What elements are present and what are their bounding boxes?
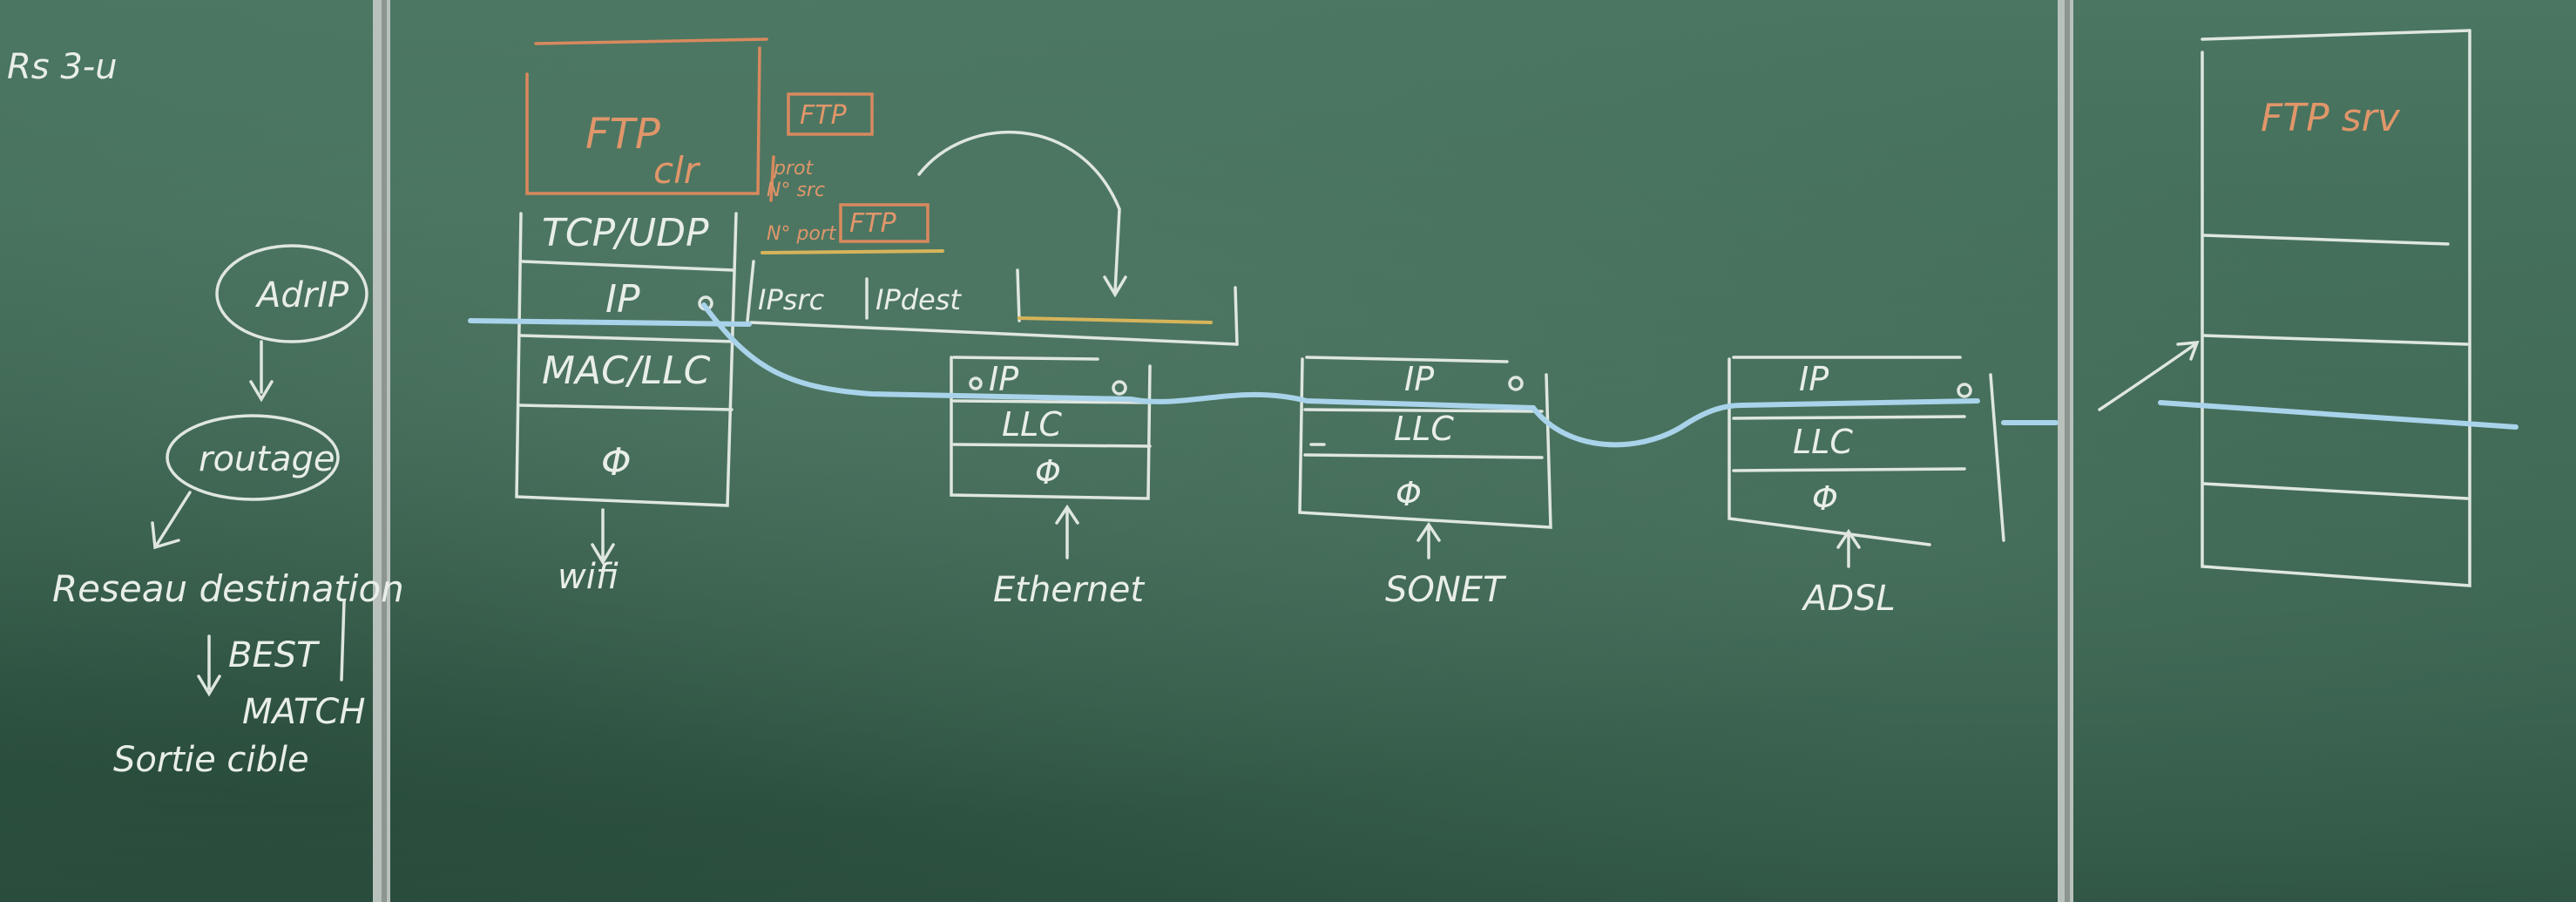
router1-bottom: Φ [1035, 453, 1061, 492]
server-app-label: FTP srv [2261, 96, 2401, 140]
server-ip-line [2158, 400, 2519, 430]
encapsulation-arrow [917, 131, 1127, 298]
packet-line [468, 318, 752, 327]
router2-mid: LLC [1394, 410, 1454, 448]
packet-diagram: FTP prot N° src N° port FTP IPsrc IPdest [746, 92, 1239, 346]
packet-proto-line1: prot [773, 158, 814, 180]
arrow-adr-to-routage [249, 340, 274, 403]
data-path-line [701, 302, 2059, 448]
router2-top: IP [1404, 360, 1434, 398]
router-adsl: IP LLC Φ ADSL [1727, 356, 2005, 619]
client-transport-layer: TCP/UDP [542, 211, 709, 255]
router3-mid: LLC [1793, 423, 1853, 461]
arrow-best-match [197, 634, 221, 697]
reseau-destination-text: Reseau destination [52, 567, 404, 610]
client-app-line2: clr [653, 149, 701, 192]
router-ethernet: IP LLC Φ Ethernet [950, 356, 1152, 610]
best-text: BEST [228, 635, 321, 675]
router3-bottom: Φ [1812, 479, 1838, 518]
routage-label: routage [199, 439, 335, 479]
router2-medium-label: SONET [1385, 570, 1507, 610]
medium-label-wifi: wifi [558, 557, 619, 597]
router3-top: IP [1799, 360, 1829, 398]
router1-medium-label: Ethernet [993, 570, 1145, 610]
packet-ip-src: IPsrc [758, 283, 825, 316]
routage-bubble [166, 414, 340, 501]
router1-top: IP [989, 360, 1018, 398]
client-network-layer: IP [605, 277, 640, 322]
router-sonet: IP LLC Φ SONET [1298, 356, 1552, 610]
router2-bottom: Φ [1396, 475, 1422, 513]
packet-proto-line2: N° src [767, 180, 825, 201]
sortie-cible-text: Sortie cible [113, 740, 309, 780]
router1-mid: LLC [1002, 405, 1062, 444]
client-physical-layer: Φ [601, 440, 632, 485]
packet-proto-line3: N° port [767, 223, 837, 245]
server-stack: FTP srv [2201, 29, 2471, 587]
packet-ip-dst: IPdest [876, 283, 962, 316]
arrow-routage-to-reseau [151, 491, 192, 550]
client-link-layer: MAC/LLC [542, 349, 711, 393]
packet-ftp-tag-top: FTP [800, 100, 848, 131]
client-app-line1: FTP [585, 110, 660, 159]
packet-ftp-tag-inner: FTP [849, 208, 897, 239]
corner-note: Rs 3-u [7, 47, 118, 87]
match-text: MATCH [242, 692, 365, 732]
arrow-to-server [2098, 341, 2200, 411]
adr-ip-bubble [215, 244, 368, 343]
client-stack: FTP clr TCP/UDP IP MAC/LLC Φ wifi [515, 37, 768, 597]
adr-ip-label: AdrIP [254, 275, 349, 315]
router3-medium-label: ADSL [1801, 579, 1896, 619]
